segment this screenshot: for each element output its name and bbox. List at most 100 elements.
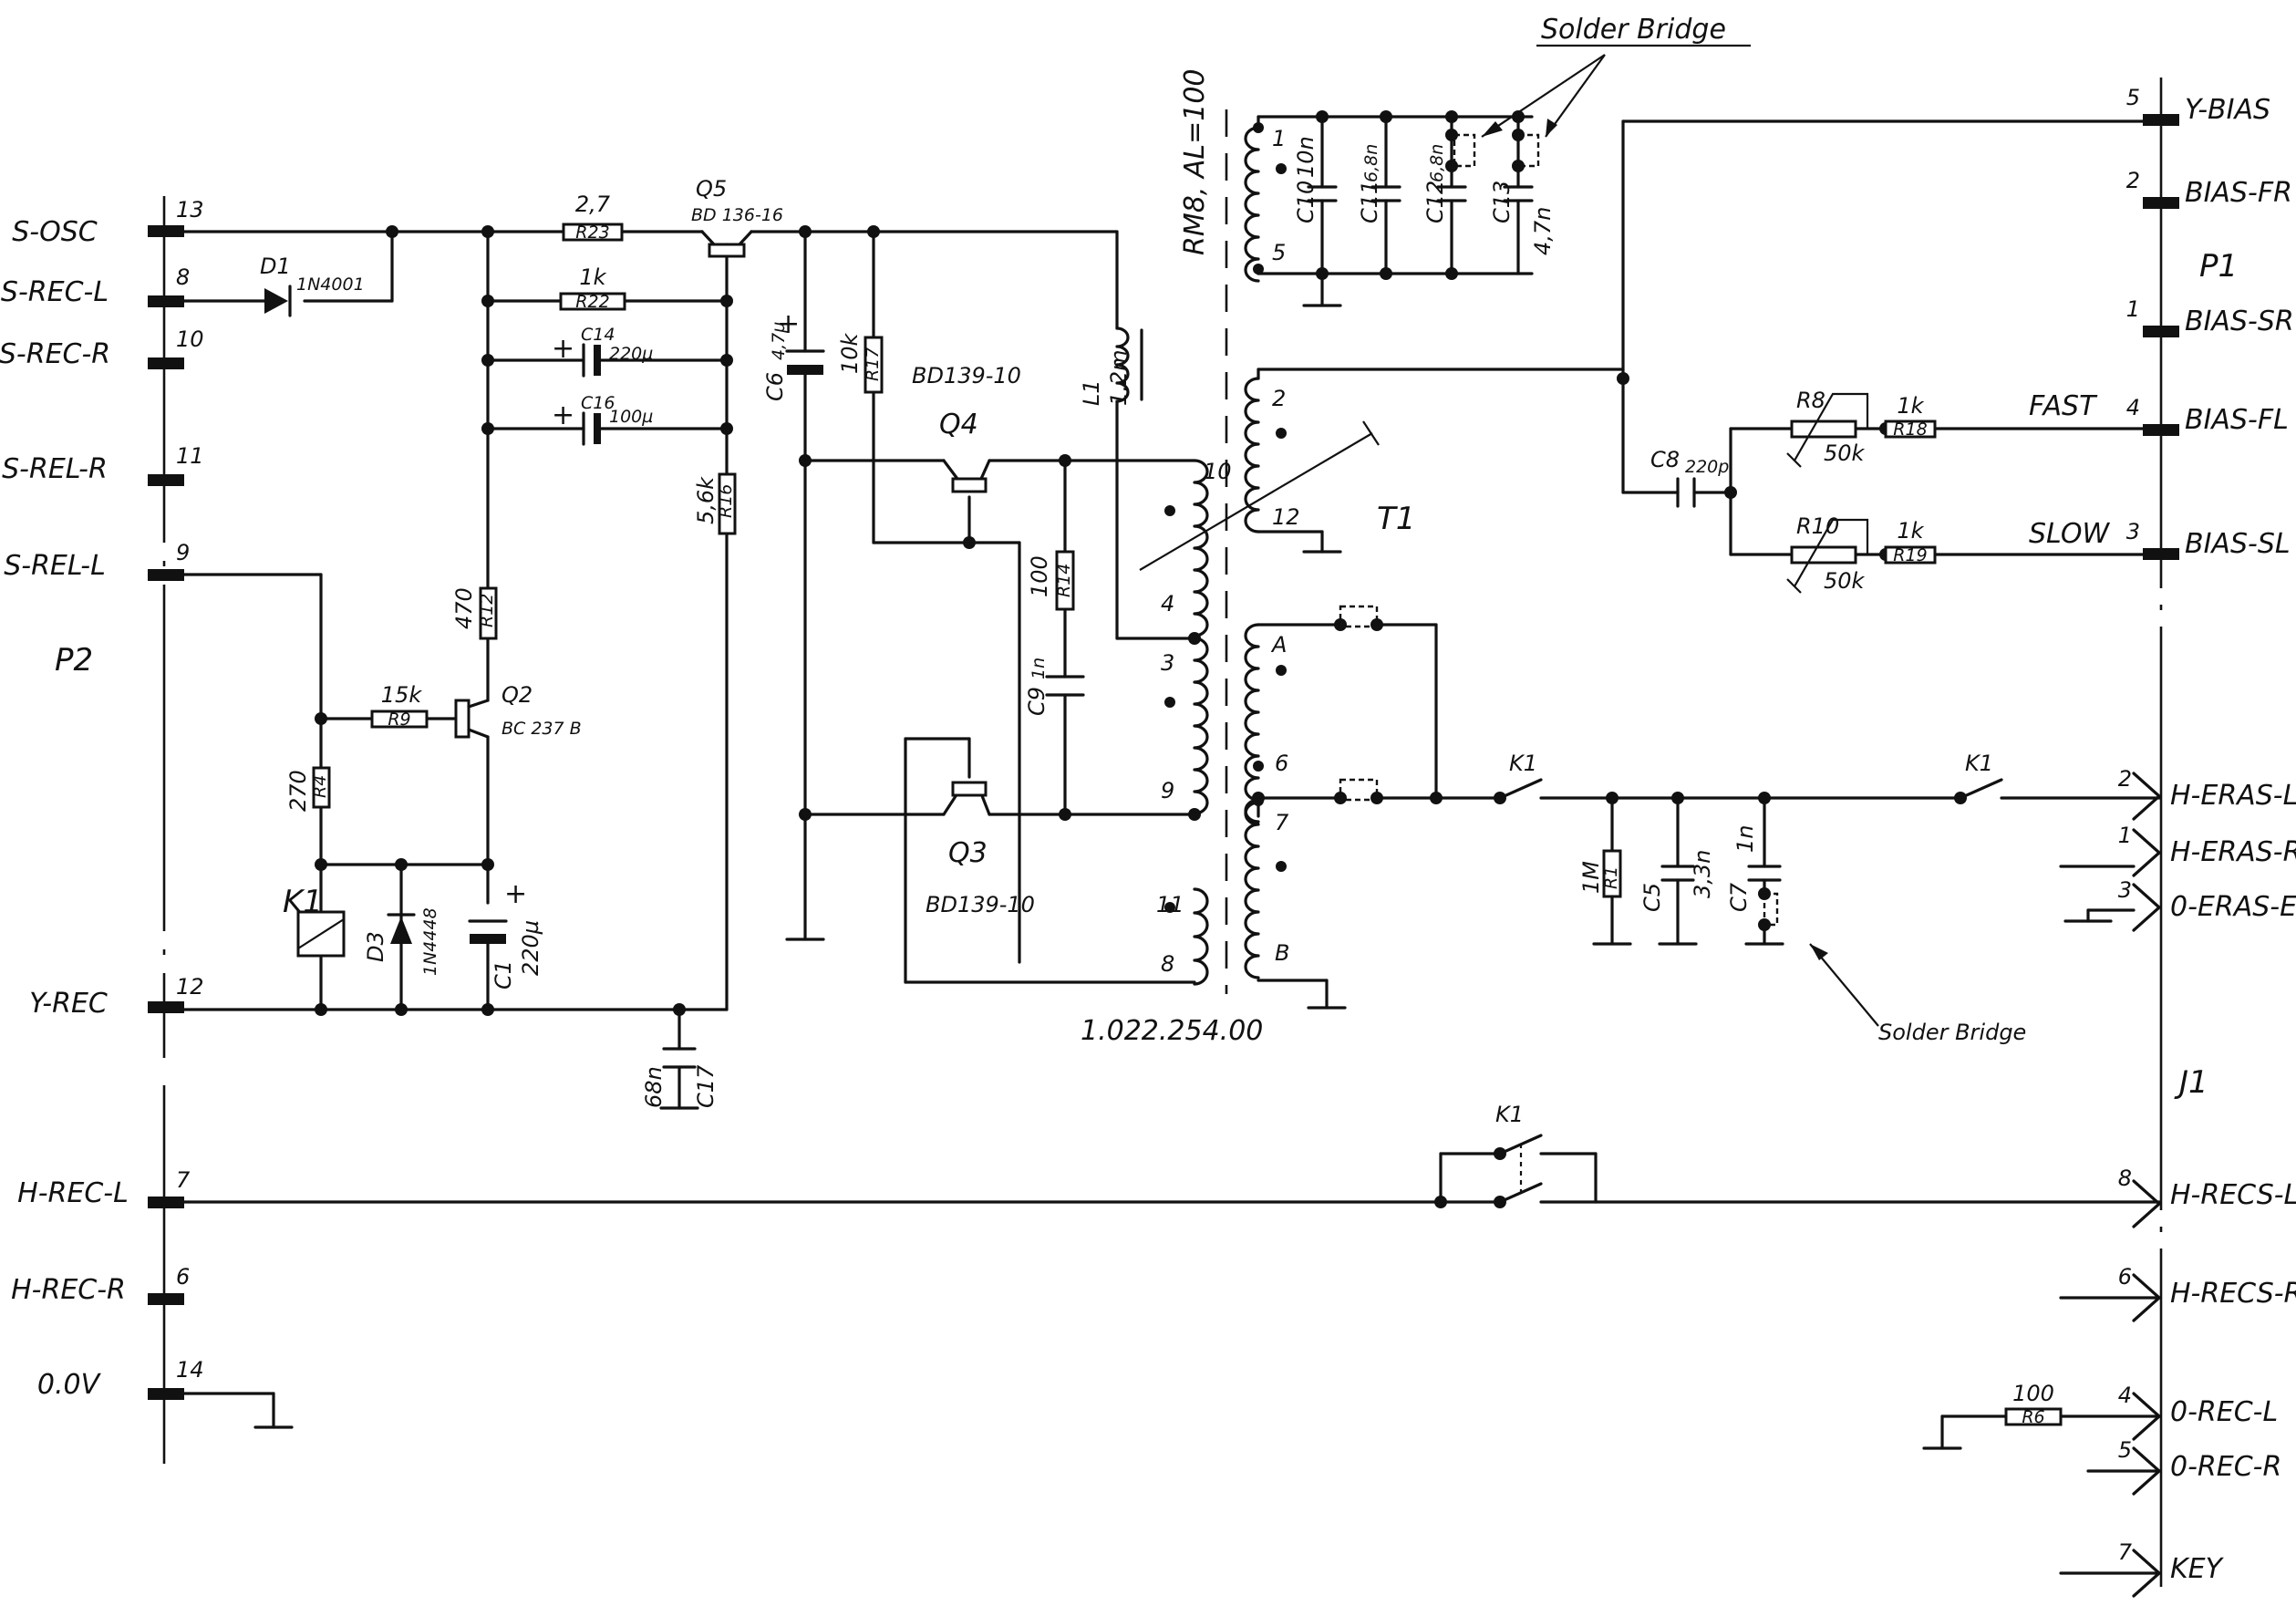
resistor-r23: R23 [562, 223, 624, 243]
resistor-r16: R16 [716, 472, 737, 535]
t1-pin-10: 10 [1204, 459, 1232, 484]
resistor-r14: R14 [1054, 550, 1075, 611]
r23-value: 2,7 [575, 192, 611, 217]
j1-pin-1: 1 [2118, 823, 2132, 848]
t1-pin-12: 12 [1272, 504, 1300, 530]
p1-pin-4: 4 [2126, 395, 2140, 420]
resistor-r12: R12 [477, 586, 498, 640]
p2-pin-12: 12 [176, 974, 204, 1000]
capacitor-c1: + [468, 878, 527, 944]
j1-pin-4: 4 [2118, 1383, 2132, 1408]
svg-text:+: + [777, 308, 800, 340]
p1-pin-3: 3 [2126, 519, 2140, 544]
d3-ref: D3 [363, 931, 388, 962]
svg-text:R17: R17 [863, 347, 883, 381]
q3-transistor [942, 781, 991, 816]
c13-value: 4,7n [1530, 207, 1556, 255]
svg-text:R18: R18 [1893, 420, 1927, 440]
r8-ref: R8 [1796, 388, 1825, 413]
resistor-r17: R17 [863, 336, 884, 394]
r1-value: 1M [1578, 861, 1604, 894]
q2-ref: Q2 [502, 682, 533, 708]
p2-pin-6: 6 [176, 1264, 190, 1290]
r14-value: 100 [1027, 555, 1052, 597]
k1-coil-ref: K1 [283, 884, 323, 920]
d1-ref: D1 [260, 254, 291, 279]
p1-pin-5: 5 [2126, 85, 2140, 110]
d3-part: 1N4448 [420, 907, 440, 976]
c16-ref: C16 [581, 393, 615, 413]
q4-part: BD139-10 [912, 363, 1021, 389]
c17-value: 68n [641, 1066, 667, 1108]
k1-contact-3-ref: K1 [1495, 1102, 1524, 1127]
q4-ref: Q4 [939, 409, 978, 440]
r10-value: 50k [1824, 568, 1866, 594]
c10-ref: C10 [1293, 181, 1319, 223]
c6-ref: C6 [762, 372, 788, 401]
svg-text:R23: R23 [575, 223, 609, 243]
j1-connector-name: J1 [2174, 1064, 2208, 1101]
wires-bias [1617, 119, 2145, 594]
t1-core: RM8, AL=100 [1179, 68, 1211, 255]
j1-signal-h-eras-l: H-ERAS-L [2170, 780, 2296, 812]
fast-label: FAST [2029, 390, 2098, 422]
q4-transistor [942, 459, 991, 493]
j1-pin-8: 8 [2118, 1166, 2132, 1191]
c13-ref: C13 [1489, 181, 1515, 223]
q5-ref: Q5 [696, 176, 727, 202]
p1-pads [2143, 114, 2179, 560]
c5-value: 3,3n [1690, 850, 1715, 898]
r12-value: 470 [451, 587, 477, 629]
resistor-r22: R22 [559, 292, 626, 312]
p1-connector-name: P1 [2199, 248, 2238, 285]
r16-value: 5,6k [693, 476, 719, 524]
p2-signal-s-rel-r: S-REL-R [2, 453, 108, 485]
p2-pin-9: 9 [176, 540, 190, 565]
capacitor-c6: + [777, 308, 825, 375]
p2-signal-h-rec-r: H-REC-R [11, 1274, 126, 1306]
p2-signal-0-0v: 0.0V [37, 1369, 102, 1401]
q3-part: BD139-10 [926, 892, 1035, 917]
r6-value: 100 [2012, 1381, 2054, 1406]
r10-ref: R10 [1796, 513, 1839, 539]
p2-signal-s-rec-l: S-REC-L [1, 276, 109, 308]
c10-value: 10n [1293, 136, 1319, 178]
j1-contacts [2132, 772, 2161, 1598]
capacitor-c14: + [552, 333, 601, 378]
p1-pin-1: 1 [2126, 296, 2140, 322]
t1-pin-7: 7 [1275, 810, 1289, 835]
r19-value: 1k [1897, 518, 1924, 544]
j1-signal-0-rec-r: 0-REC-R [2170, 1451, 2281, 1483]
t1-pin-6: 6 [1275, 751, 1288, 776]
capacitor-c9 [1045, 675, 1085, 697]
c7-value: 1n [1732, 825, 1758, 853]
svg-text:R19: R19 [1893, 545, 1927, 565]
c1-ref: C1 [491, 960, 516, 990]
t1-pin-1: 1 [1272, 126, 1286, 151]
l1-value: 1,2m [1106, 349, 1132, 406]
c9-value: 1n [1029, 658, 1049, 679]
resistor-r9: R9 [370, 710, 429, 730]
p2-connector-name: P2 [55, 642, 93, 679]
q2-transistor [454, 699, 490, 739]
c16-value: 100µ [609, 407, 653, 427]
r4-value: 270 [285, 770, 311, 812]
q5-part: BD 136-16 [691, 205, 783, 225]
t1-pin-4: 4 [1161, 591, 1174, 616]
q3-ref: Q3 [948, 837, 988, 869]
svg-text:R4: R4 [310, 775, 330, 798]
t1-pin-a: A [1270, 632, 1287, 658]
j1-signal-h-recs-l: H-RECS-L [2170, 1179, 2296, 1211]
p1-signal-y-bias: Y-BIAS [2185, 94, 2270, 126]
j1-pin-3: 3 [2118, 877, 2132, 903]
j1-signal-0-rec-l: 0-REC-L [2170, 1396, 2278, 1428]
svg-text:+: + [552, 333, 574, 365]
j1-pin-7: 7 [2118, 1539, 2133, 1565]
c14-ref: C14 [581, 325, 615, 345]
l1-ref: L1 [1079, 379, 1104, 406]
p2-signal-h-rec-l: H-REC-L [17, 1177, 129, 1209]
t1-pin-2: 2 [1272, 386, 1286, 411]
r9-value: 15k [381, 682, 423, 708]
junction-dots [315, 225, 1201, 1016]
c9-ref: C9 [1024, 687, 1050, 716]
